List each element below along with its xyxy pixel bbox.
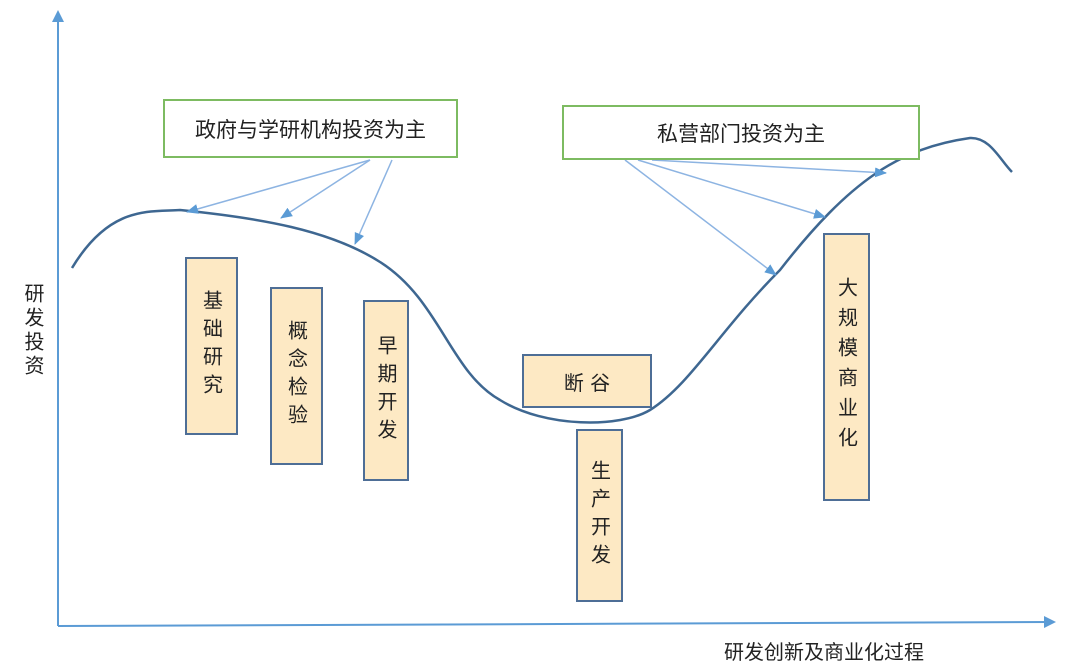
private-arrow-2 [637,159,826,219]
gov-arrow-early-dev [354,159,393,245]
stage-early-development: 早期开发 [363,300,409,481]
stage-label: 断 谷 [563,370,611,395]
stage-label: 概念检验 [284,320,309,432]
stage-valley-of-death: 断 谷 [522,354,652,408]
stage-label: 大规模商业化 [834,277,859,457]
private-arrow-1 [624,159,777,276]
stage-label: 早期开发 [374,334,398,447]
y-axis-label: 研发投资 [21,283,45,379]
stage-mass-commercialization: 大规模商业化 [823,233,870,501]
gov-arrow-concept-test [280,159,371,219]
private-arrow-3 [651,159,887,178]
stage-label: 基础研究 [199,290,224,402]
stage-basic-research: 基础研究 [185,257,238,435]
government-investment-label: 政府与学研机构投资为主 [195,117,426,142]
investment-curve [70,136,1013,424]
stage-production-development: 生产开发 [576,429,623,602]
stage-concept-test: 概念检验 [270,287,323,465]
private-investment-label: 私营部门投资为主 [657,121,825,146]
stage-label: 生产开发 [587,459,612,572]
x-axis-label: 研发创新及商业化过程 [724,640,924,664]
government-investment-box: 政府与学研机构投资为主 [163,99,458,158]
private-investment-box: 私营部门投资为主 [562,105,920,160]
gov-arrow-basic-research [186,159,371,214]
x-axis [57,616,1056,629]
